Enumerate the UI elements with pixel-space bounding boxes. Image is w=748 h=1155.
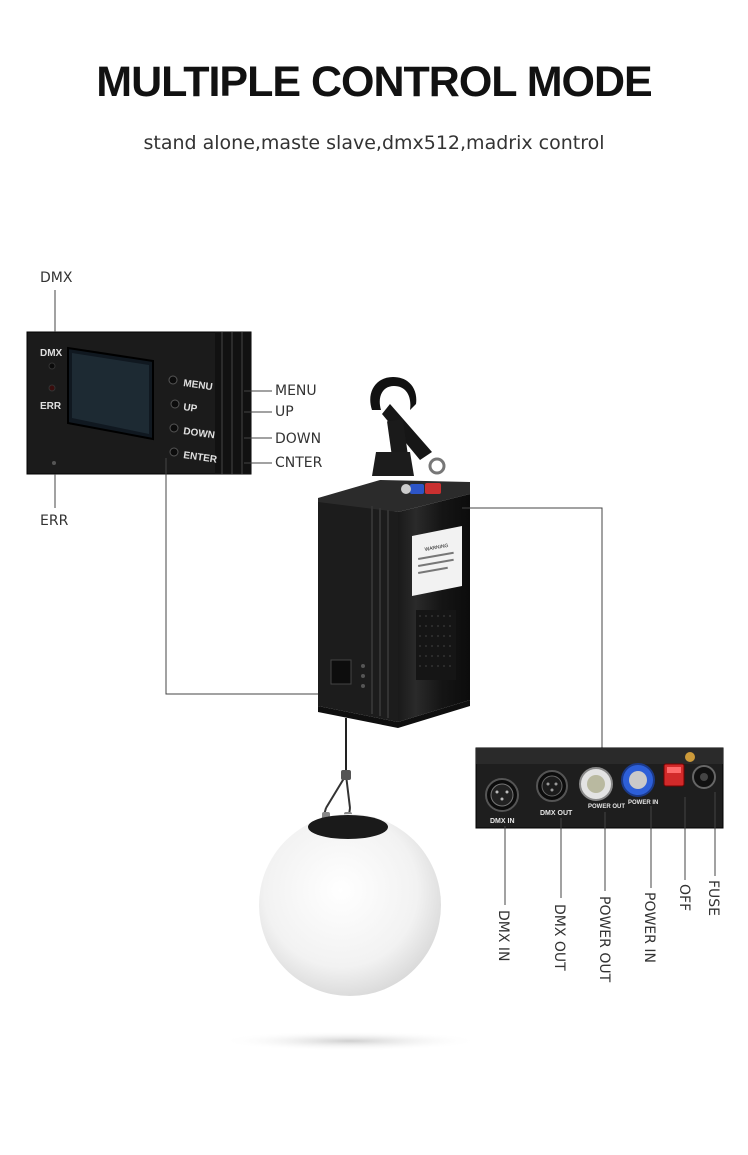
panel-menu-print: MENU	[183, 378, 214, 393]
panel-dmx-print: DMX	[40, 348, 63, 359]
label-dmx-in: DMX IN	[495, 910, 511, 962]
label-down: DOWN	[275, 431, 322, 447]
winch-device: WARNING	[318, 377, 470, 728]
led-ball	[220, 718, 480, 1051]
menu-button-icon	[168, 375, 178, 385]
label-up: UP	[275, 404, 294, 420]
rear-dmx-in-print: DMX IN	[490, 818, 515, 825]
panel-enter-print: ENTER	[183, 450, 219, 466]
panel-up-print: UP	[183, 402, 199, 415]
label-fuse: FUSE	[705, 880, 721, 917]
page-title: MULTIPLE CONTROL MODE	[96, 58, 653, 106]
label-off: OFF	[676, 884, 692, 912]
dmx-led-icon	[48, 362, 56, 370]
panel-down-print: DOWN	[183, 426, 216, 441]
control-panel-inset: DMX ERR MENU UP DOWN ENTER	[26, 331, 252, 475]
ball-sphere	[259, 814, 441, 996]
up-button-icon	[170, 399, 180, 409]
control-panel-leaders	[54, 290, 330, 695]
label-dmx-out: DMX OUT	[551, 904, 567, 971]
label-menu: MENU	[275, 383, 317, 399]
rear-panel-leaders	[504, 792, 716, 905]
rear-power-in-print: POWER IN	[628, 800, 658, 806]
label-power-in: POWER IN	[641, 892, 657, 963]
rear-dmx-out-print: DMX OUT	[540, 810, 573, 817]
rear-power-out-print: POWER OUT	[588, 804, 625, 810]
hook-clamp-icon	[370, 377, 417, 410]
page-subtitle: stand alone,maste slave,dmx512,madrix co…	[143, 132, 605, 154]
label-enter: CNTER	[275, 455, 323, 471]
label-dmx: DMX	[40, 270, 73, 286]
enter-button-icon	[169, 447, 179, 457]
ball-shadow	[220, 1031, 480, 1051]
warning-label-text: WARNING	[424, 543, 449, 553]
label-power-out: POWER OUT	[596, 896, 612, 983]
rear-panel-inset: DMX IN DMX OUT POWER OUT POWER IN	[475, 747, 724, 829]
label-err: ERR	[40, 513, 69, 529]
down-button-icon	[169, 423, 179, 433]
err-led-icon	[48, 384, 56, 392]
panel-err-print: ERR	[40, 401, 62, 412]
